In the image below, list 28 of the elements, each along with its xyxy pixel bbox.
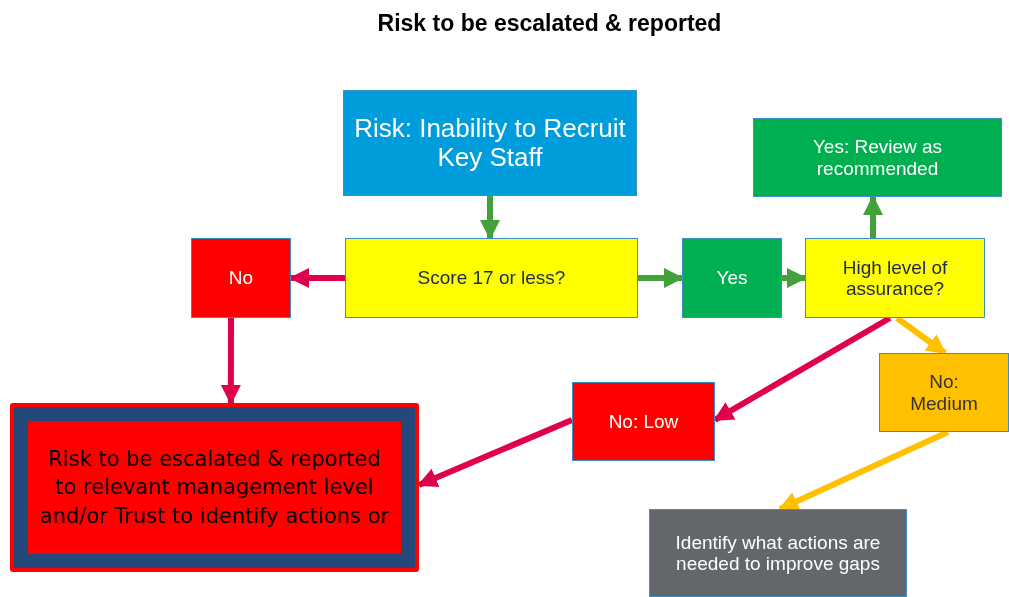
arrow [782,268,807,288]
outcome-box [682,238,782,318]
node-text: No [228,267,254,289]
decision-box [805,238,985,318]
outcome-box [191,238,291,318]
arrow [863,195,884,238]
outcome-box [572,382,715,461]
diagram-title: Risk to be escalated & reported [376,10,723,37]
node-text: No: Medium [909,371,979,414]
action-box [649,509,907,597]
node-text: Risk: Inability to Recruit Key Staff [353,113,627,173]
node-text: Yes [716,267,748,289]
arrow [480,196,500,240]
node-text: Yes: Review as recommended [811,136,944,179]
decision-box [345,238,638,318]
outcome-box [753,118,1002,197]
arrow [220,318,241,405]
node-text: Identify what actions are needed to improve gaps [674,531,882,575]
arrow [417,417,574,488]
escalation-box [10,403,419,572]
arrow [638,268,684,288]
node-text: High level of assurance? [841,256,949,300]
arrow [289,268,345,288]
node-text: Score 17 or less? [417,267,566,289]
node-text: Risk to be escalated & reported to relevant management level and/or Trust to identify actions or [38,446,391,530]
node-text: No: Low [608,410,679,433]
outcome-box [879,353,1009,432]
risk-box [343,90,637,196]
